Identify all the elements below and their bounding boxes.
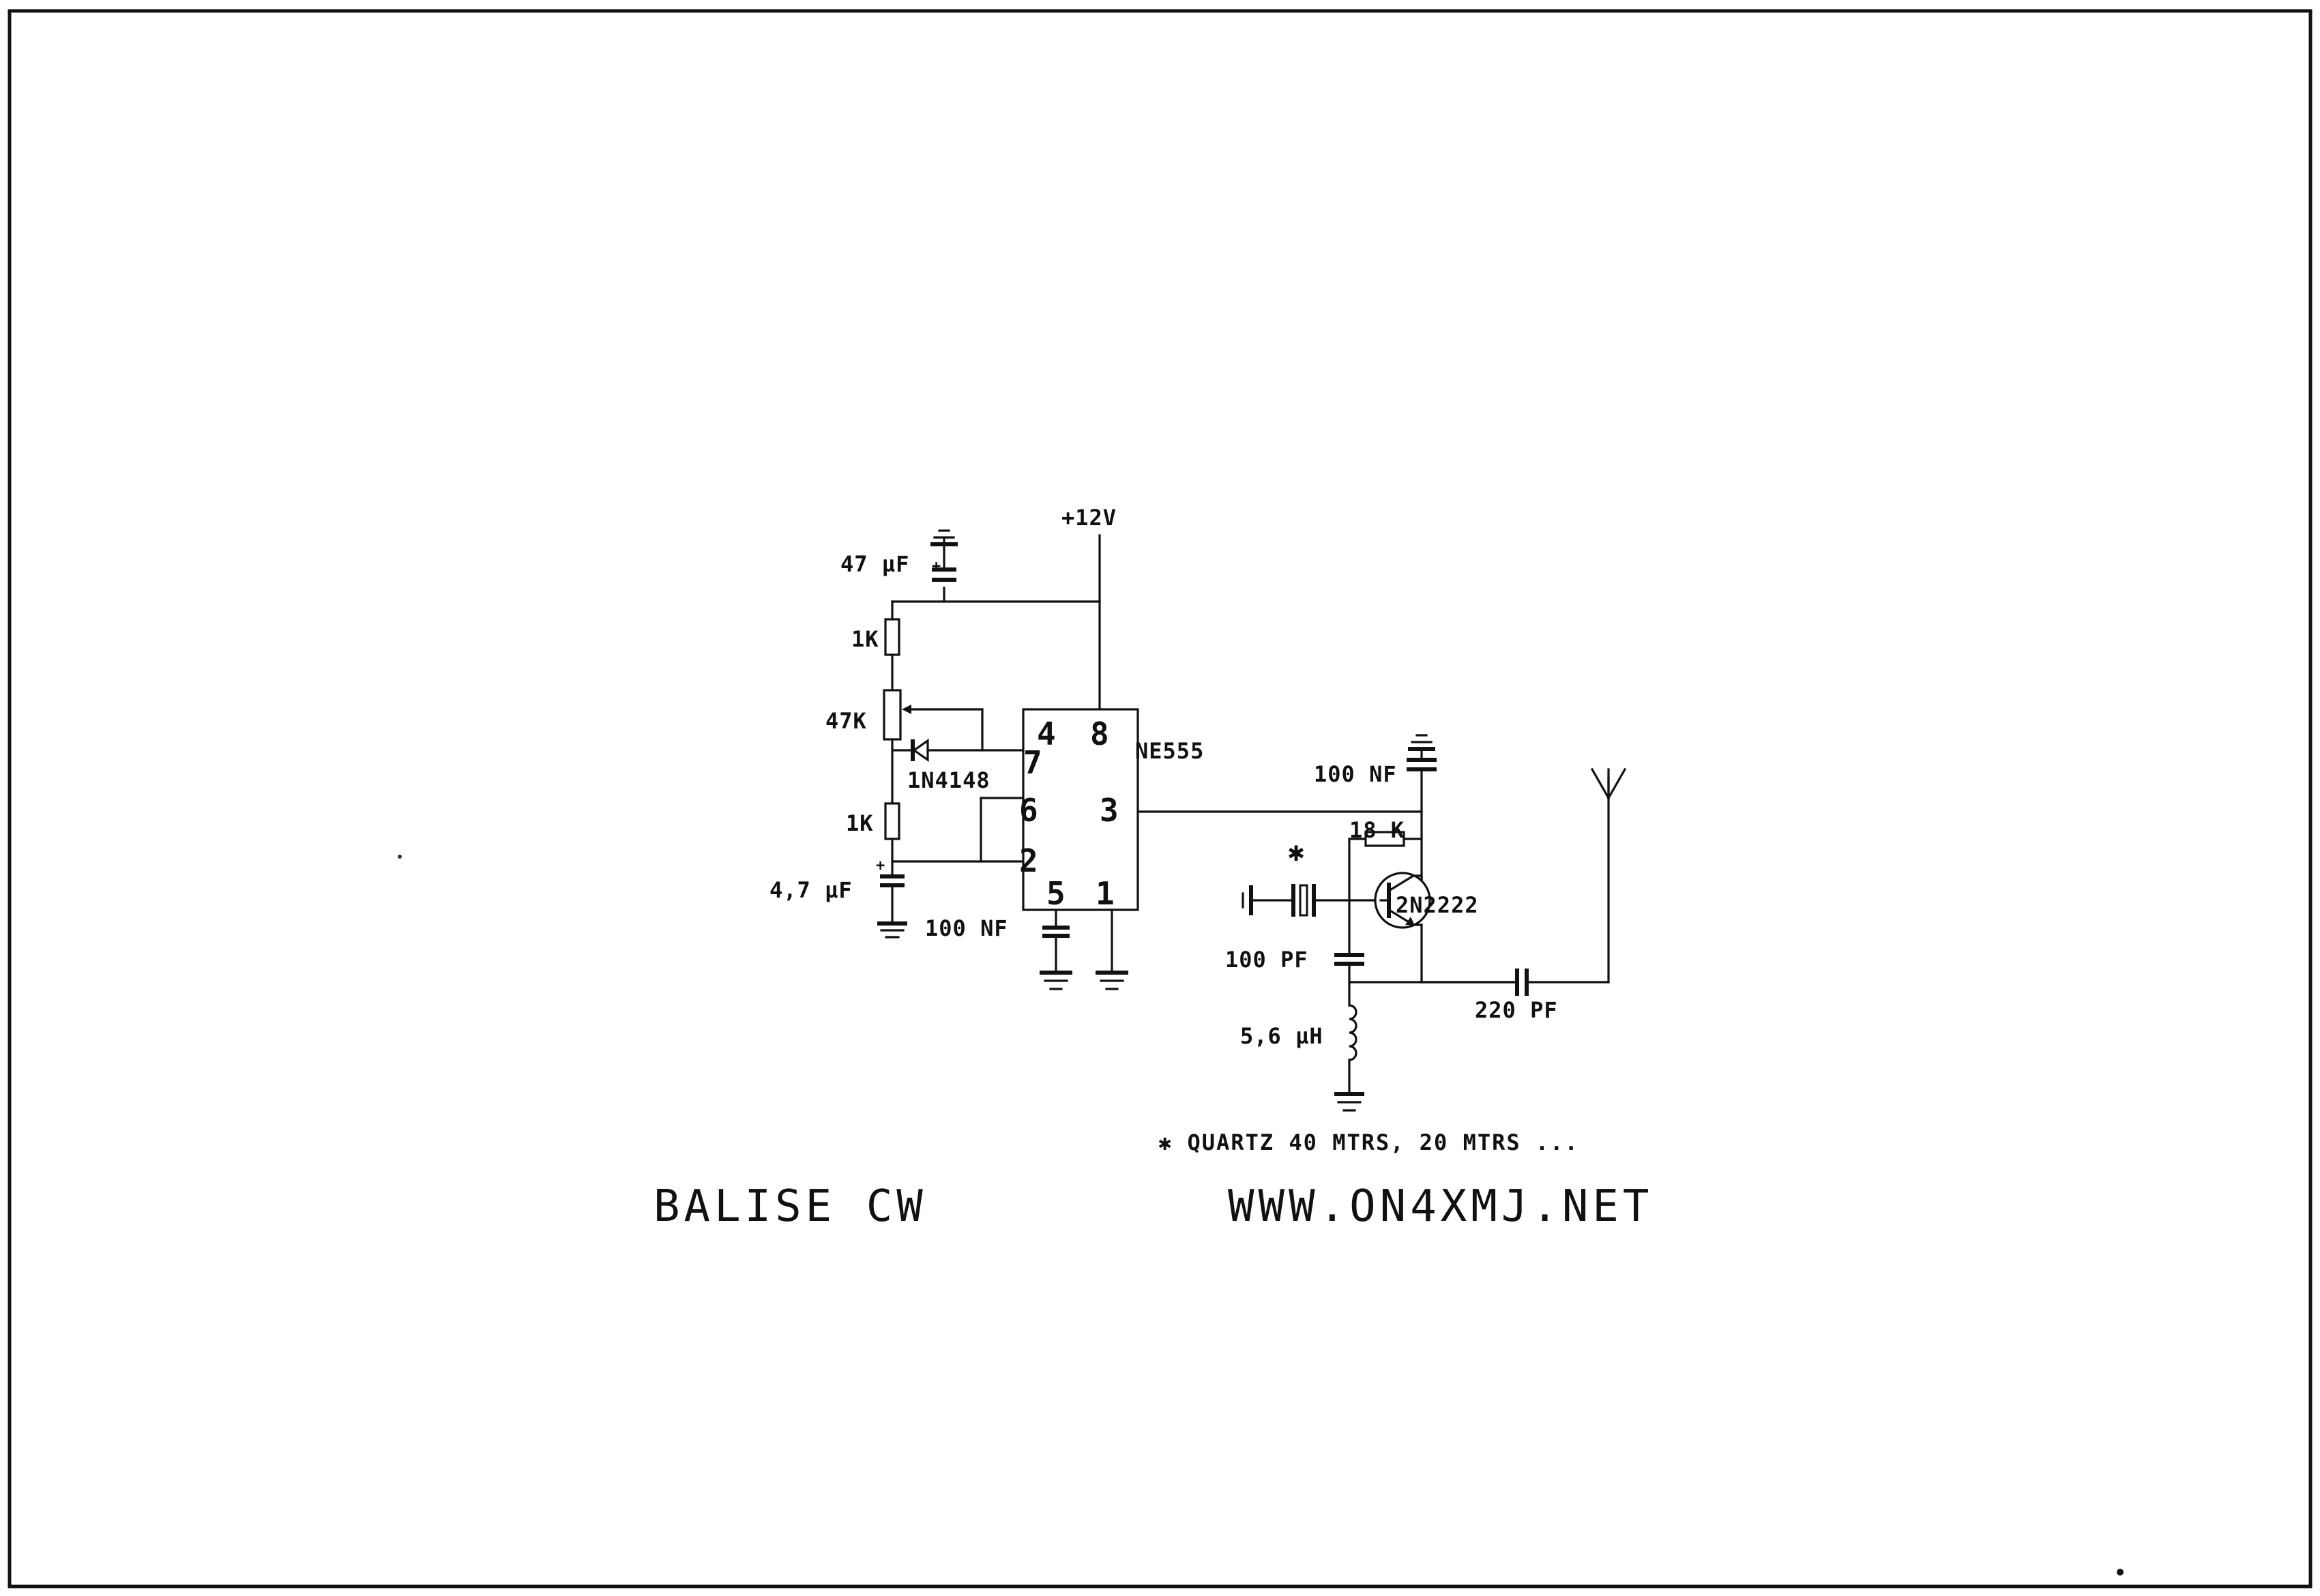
transistor-2n2222 — [1374, 872, 1431, 929]
capacitor-220pf-label: 220 PF — [1475, 997, 1558, 1023]
capacitor-4-7uf-label: 4,7 µF — [769, 877, 853, 903]
pin-7: 7 — [1023, 744, 1042, 781]
capacitor-100nf-pin5-label: 100 NF — [925, 915, 1008, 941]
capacitor-47uf — [932, 544, 956, 582]
resistor-1k-top-label: 1K — [851, 626, 879, 652]
supply-rail — [891, 534, 1101, 711]
pin-6: 6 — [1019, 792, 1038, 829]
capacitor-4-7uf — [880, 874, 905, 923]
quartz-footnote: ✱ QUARTZ 40 MTRS, 20 MTRS ... — [1158, 1129, 1579, 1155]
pin-3: 3 — [1100, 792, 1119, 829]
antenna-icon — [1590, 767, 1627, 800]
ground-icon — [877, 921, 907, 939]
capacitor-47uf-label: 47 µF — [840, 551, 909, 577]
footer-url: WWW.ON4XMJ.NET — [1228, 1181, 1653, 1232]
ground-icon — [1040, 971, 1072, 990]
capacitor-100pf — [1334, 953, 1364, 966]
capacitor-100pf-label: 100 PF — [1225, 947, 1308, 973]
stray-dot — [398, 855, 402, 859]
capacitor-100nf-top-label: 100 NF — [1314, 761, 1397, 787]
ic-ne555 — [1022, 708, 1139, 911]
diode-label: 1N4148 — [907, 767, 990, 793]
potentiometer-47k — [883, 689, 902, 741]
inductor-icon — [1348, 1004, 1357, 1061]
diode-1n4148 — [891, 738, 1025, 763]
ground-icon — [1408, 734, 1435, 751]
inductor-label: 5,6 µH — [1240, 1023, 1323, 1049]
pin-1: 1 — [1096, 875, 1115, 912]
capacitor-100nf-top — [1407, 758, 1437, 771]
pin-2: 2 — [1019, 842, 1038, 879]
capacitor-47uf-plus: + — [932, 558, 941, 575]
resistor-1k-top — [884, 618, 900, 656]
pin-8: 8 — [1090, 715, 1109, 752]
resistor-18k-label: 18 K — [1349, 817, 1405, 843]
capacitor-220pf — [1515, 969, 1529, 996]
pin-5: 5 — [1046, 875, 1066, 912]
supply-label: +12V — [1061, 505, 1117, 531]
crystal-star: ✱ — [1288, 836, 1305, 868]
crystal-icon — [1242, 884, 1382, 917]
resistor-1k-bottom — [884, 802, 900, 840]
stray-dot — [2117, 1569, 2124, 1576]
transistor-label: 2N2222 — [1396, 892, 1479, 918]
ic-label: NE555 — [1135, 738, 1204, 764]
capacitor-100nf-pin5 — [1042, 926, 1070, 973]
footer-title: BALISE CW — [654, 1181, 927, 1232]
ground-icon — [930, 529, 958, 547]
sheet-border — [8, 9, 2312, 1588]
ground-icon — [1334, 1092, 1364, 1112]
capacitor-4-7uf-plus: + — [876, 857, 885, 874]
pin-4: 4 — [1037, 715, 1056, 752]
potentiometer-47k-label: 47K — [825, 708, 867, 734]
potentiometer-wiper-arrow — [902, 705, 911, 714]
ground-icon — [1096, 971, 1128, 990]
resistor-1k-bottom-label: 1K — [846, 810, 874, 836]
